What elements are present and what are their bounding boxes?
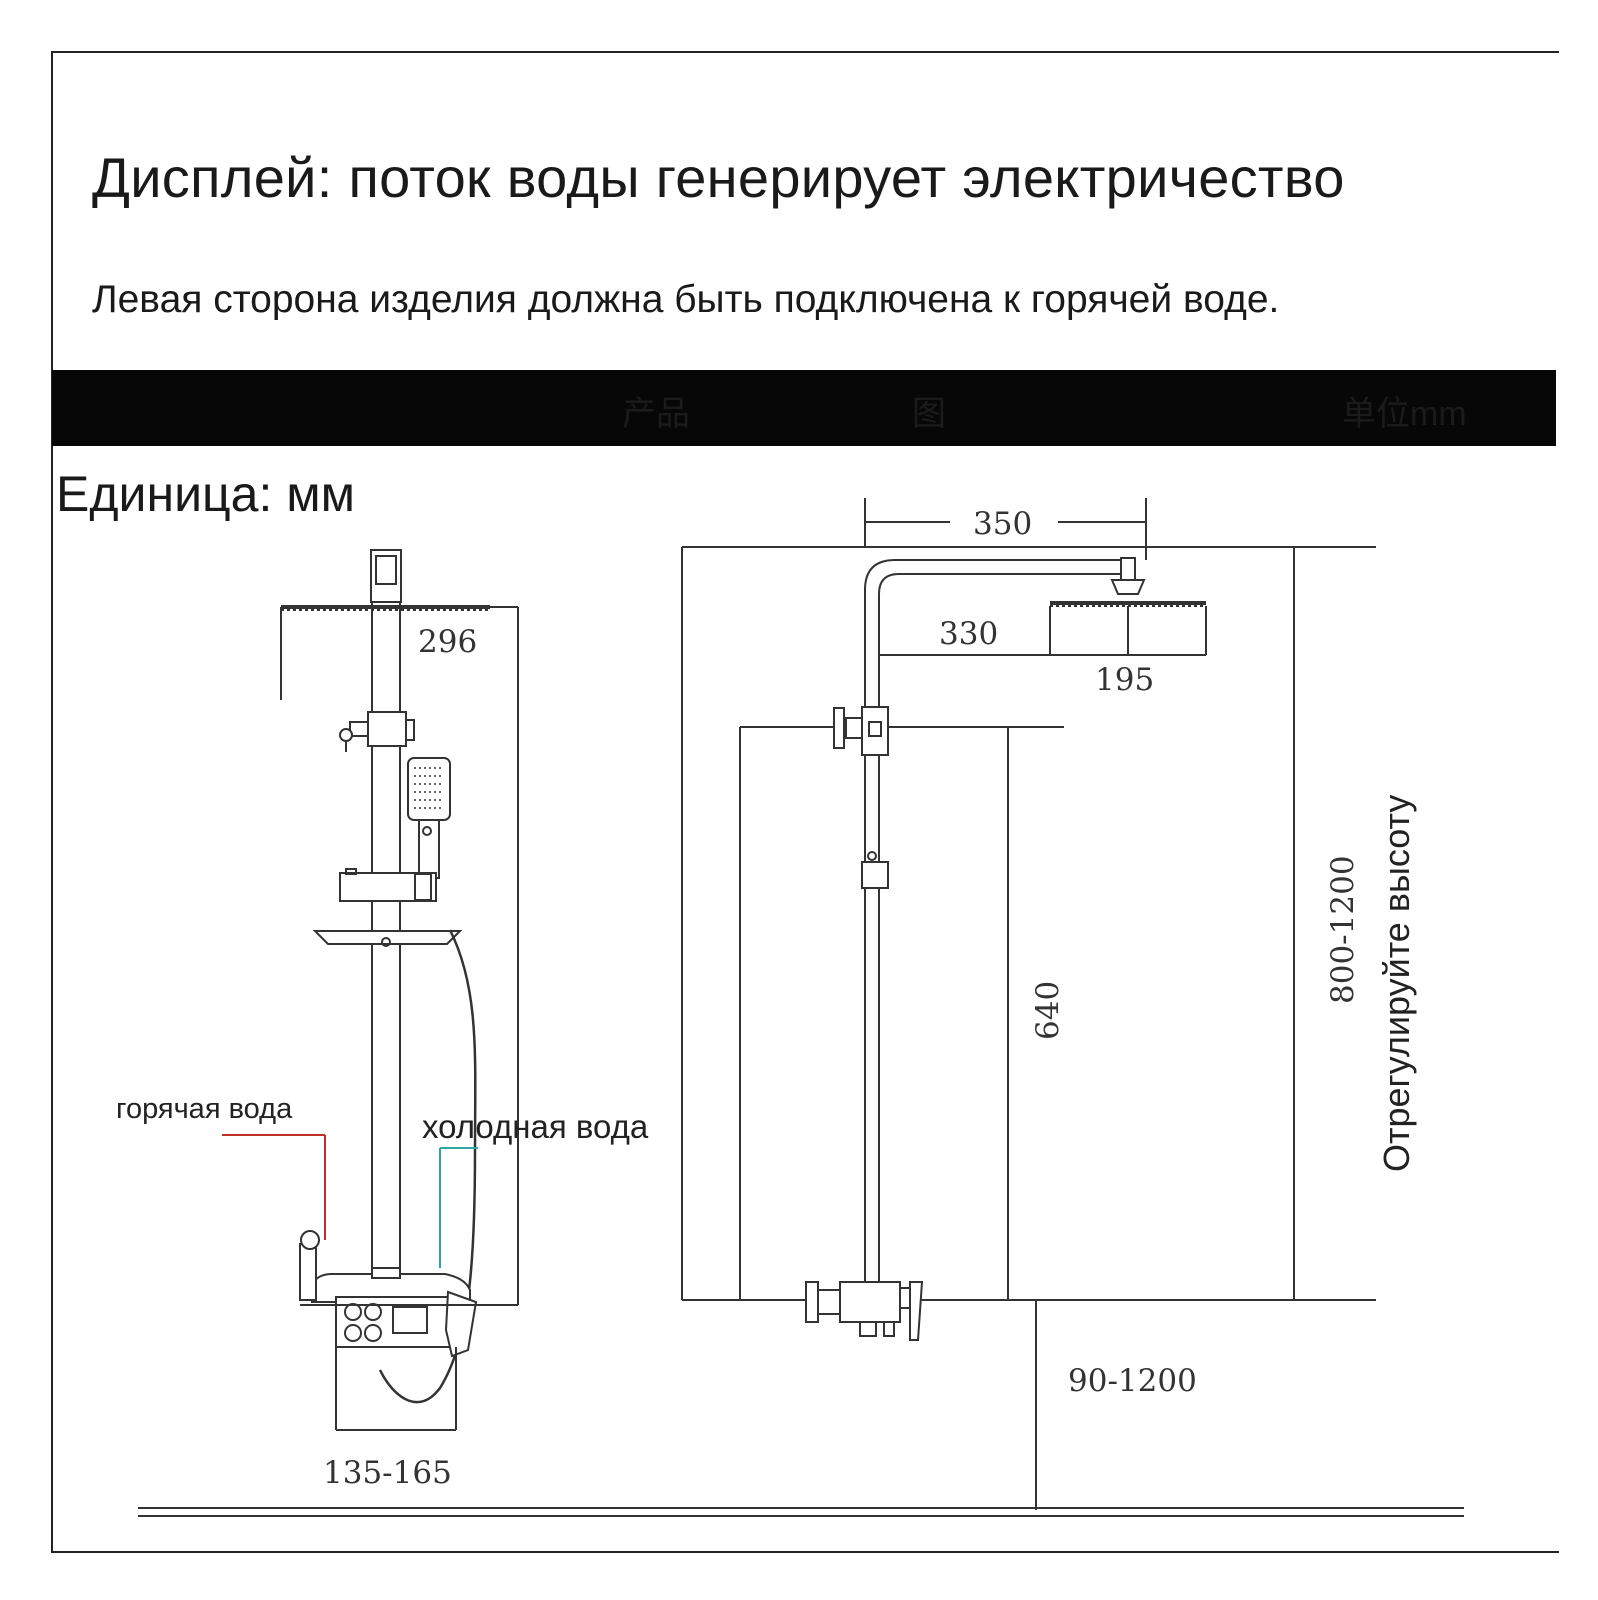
page-title: Дисплей: поток воды генерирует электриче… [92,146,1345,209]
unit-label: Единица: мм [56,466,355,522]
cold-water-label: холодная вода [422,1108,649,1145]
dim-head-width: 296 [418,624,478,660]
dim-floor-height: 90-1200 [1068,1363,1197,1399]
dim-arm-to-head: 330 [939,616,999,652]
dim-mixer-to-arm: 640 [1030,980,1066,1040]
dim-head-diameter: 195 [1095,662,1155,698]
band-text-product: 产品 [622,395,690,433]
dim-arm-length: 350 [973,506,1033,542]
page-subtitle: Левая сторона изделия должна быть подклю… [92,278,1280,321]
diagram-frame [51,51,1559,1553]
dim-total-height: 800-1200 [1325,855,1361,1004]
front-view [280,549,519,1431]
header-band: 产品 图 单位mm [52,370,1556,446]
dim-base-width: 135-165 [323,1455,452,1491]
adjust-height-label: Отрегулируйте высоту [1376,794,1417,1172]
band-text-figure: 图 [912,395,946,433]
side-view [681,498,1376,1510]
hot-water-label: горячая вода [116,1093,293,1125]
band-text-unit: 单位mm [1342,395,1467,433]
